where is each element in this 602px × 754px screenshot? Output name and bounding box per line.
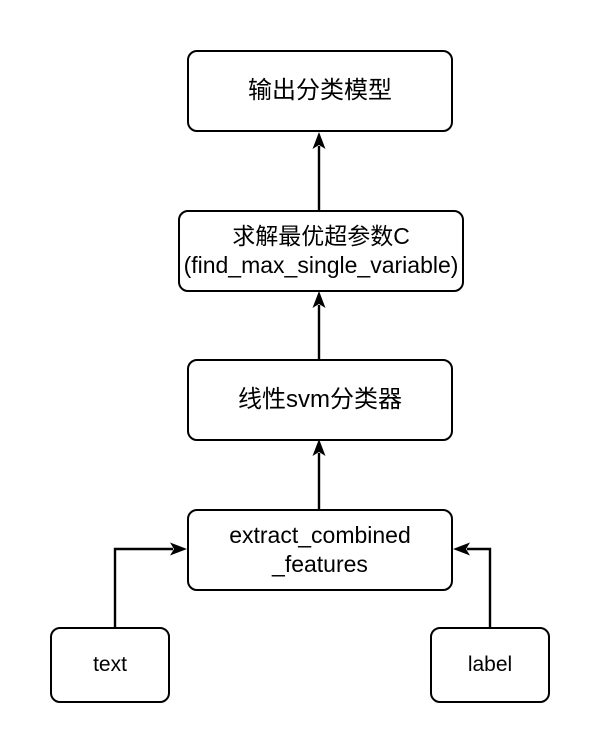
edge-label-to-extract: [453, 542, 492, 627]
node-extract-combined-features[interactable]: extract_combined _features: [187, 509, 453, 591]
edge-findc-to-output: [312, 132, 326, 210]
node-find-max-single-variable[interactable]: 求解最优超参数C (find_max_single_variable): [178, 210, 464, 292]
node-linear-svm-classifier[interactable]: 线性svm分类器: [187, 359, 453, 441]
edge-extract-to-svm: [312, 439, 326, 509]
node-label[interactable]: label: [430, 627, 550, 703]
edge-text-to-extract: [113, 542, 187, 627]
node-output-model[interactable]: 输出分类模型: [187, 50, 453, 132]
node-text[interactable]: text: [50, 627, 170, 703]
edge-svm-to-findc: [312, 291, 326, 359]
